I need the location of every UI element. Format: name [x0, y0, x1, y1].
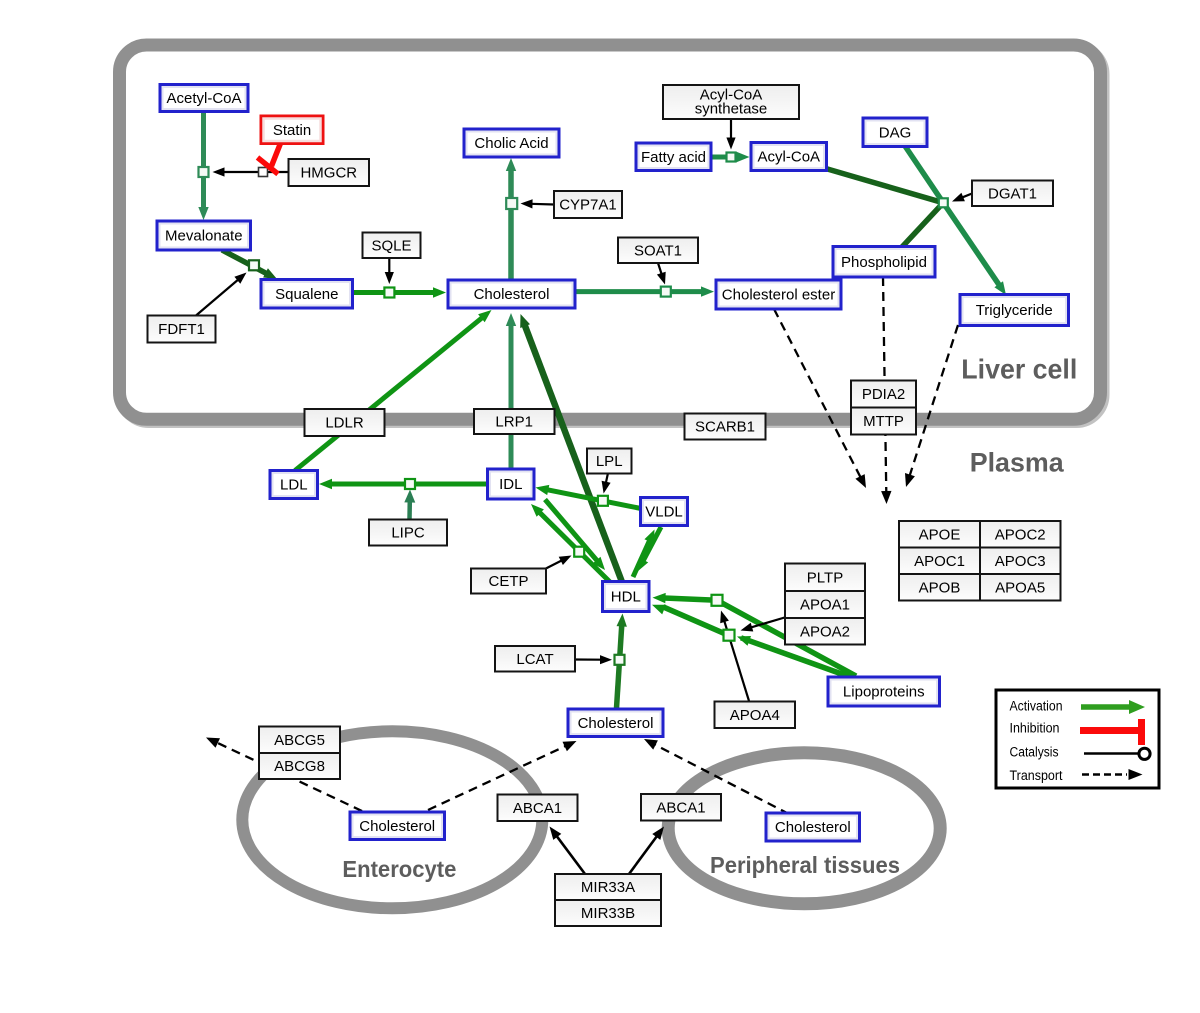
svg-text:Statin: Statin: [273, 122, 311, 139]
svg-text:Inhibition: Inhibition: [1010, 721, 1060, 736]
svg-text:LRP1: LRP1: [495, 414, 533, 431]
svg-text:Catalysis: Catalysis: [1010, 745, 1059, 760]
svg-text:APOC3: APOC3: [995, 553, 1046, 570]
svg-text:LDL: LDL: [280, 477, 308, 494]
svg-text:Cholic Acid: Cholic Acid: [474, 135, 548, 152]
svg-text:Cholesterol: Cholesterol: [578, 715, 654, 732]
svg-text:ABCA1: ABCA1: [656, 800, 705, 817]
svg-text:Triglyceride: Triglyceride: [976, 302, 1053, 319]
svg-text:MIR33B: MIR33B: [581, 905, 635, 922]
svg-text:Lipoproteins: Lipoproteins: [843, 684, 925, 701]
svg-text:Cholesterol ester: Cholesterol ester: [722, 287, 835, 304]
svg-text:SQLE: SQLE: [371, 237, 411, 254]
svg-text:IDL: IDL: [499, 476, 522, 493]
svg-text:APOA5: APOA5: [995, 580, 1045, 597]
svg-text:Squalene: Squalene: [275, 286, 338, 303]
svg-text:HDL: HDL: [611, 589, 641, 606]
svg-text:LPL: LPL: [596, 453, 623, 470]
svg-text:LIPC: LIPC: [391, 525, 425, 542]
svg-text:synthetase: synthetase: [695, 101, 768, 118]
svg-text:Activation: Activation: [1010, 699, 1063, 714]
svg-text:Enterocyte: Enterocyte: [342, 856, 456, 882]
svg-text:APOE: APOE: [919, 527, 961, 544]
svg-text:LDLR: LDLR: [325, 415, 364, 432]
svg-text:ABCG5: ABCG5: [274, 732, 325, 749]
svg-text:SOAT1: SOAT1: [634, 242, 682, 259]
svg-text:Peripheral tissues: Peripheral tissues: [710, 852, 900, 878]
svg-text:CYP7A1: CYP7A1: [559, 197, 617, 214]
svg-text:FDFT1: FDFT1: [158, 321, 205, 338]
svg-text:LCAT: LCAT: [516, 651, 553, 668]
svg-text:ABCA1: ABCA1: [513, 800, 562, 817]
svg-text:SCARB1: SCARB1: [695, 419, 755, 436]
svg-text:Cholesterol: Cholesterol: [474, 286, 550, 303]
svg-text:APOC1: APOC1: [914, 553, 965, 570]
svg-text:Acyl-CoA: Acyl-CoA: [700, 87, 763, 104]
svg-text:APOC2: APOC2: [995, 527, 1046, 544]
svg-text:APOA4: APOA4: [730, 707, 780, 724]
svg-text:APOB: APOB: [919, 580, 961, 597]
svg-text:MIR33A: MIR33A: [581, 879, 635, 896]
svg-text:Cholesterol: Cholesterol: [775, 819, 851, 836]
svg-text:Liver cell: Liver cell: [961, 354, 1077, 385]
svg-text:Acyl-CoA: Acyl-CoA: [758, 149, 821, 166]
svg-text:DGAT1: DGAT1: [988, 185, 1037, 202]
svg-text:Acetyl-CoA: Acetyl-CoA: [166, 90, 241, 107]
svg-text:APOA1: APOA1: [800, 597, 850, 614]
svg-text:VLDL: VLDL: [645, 504, 683, 521]
svg-text:Mevalonate: Mevalonate: [165, 228, 243, 245]
svg-text:PLTP: PLTP: [807, 570, 843, 587]
svg-text:ABCG8: ABCG8: [274, 758, 325, 775]
svg-text:Phospholipid: Phospholipid: [841, 254, 927, 271]
svg-text:MTTP: MTTP: [863, 413, 904, 430]
svg-text:APOA2: APOA2: [800, 624, 850, 641]
svg-text:CETP: CETP: [488, 573, 528, 590]
svg-text:HMGCR: HMGCR: [300, 165, 357, 182]
svg-text:Plasma: Plasma: [970, 448, 1065, 478]
svg-text:Cholesterol: Cholesterol: [359, 818, 435, 835]
svg-text:Fatty acid: Fatty acid: [641, 149, 706, 166]
svg-text:PDIA2: PDIA2: [862, 386, 905, 403]
svg-text:Transport: Transport: [1010, 768, 1063, 783]
svg-text:DAG: DAG: [879, 124, 912, 141]
